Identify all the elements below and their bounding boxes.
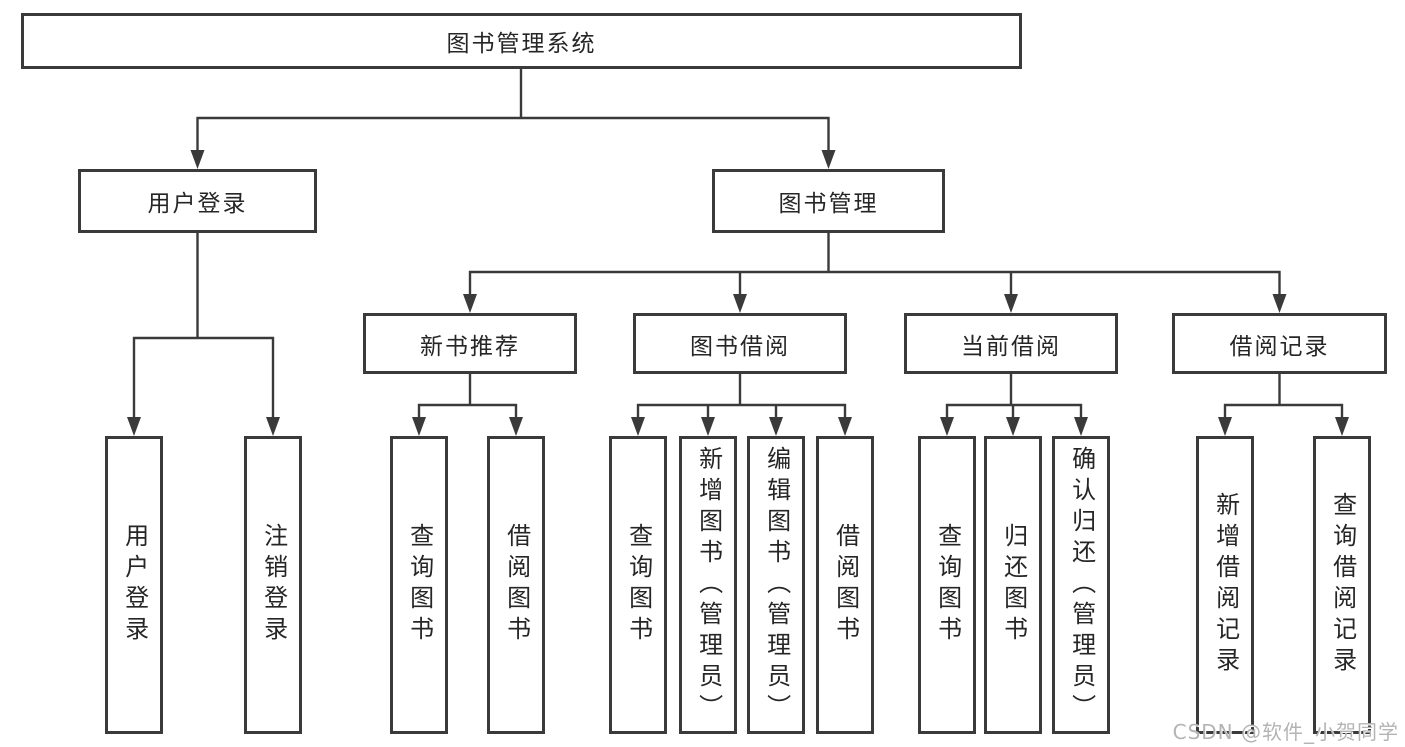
csdn-watermark: CSDN @软件_小贺同学 — [1172, 720, 1399, 744]
node-book-borrowing: 图书借阅 — [633, 313, 847, 374]
leaf-label: 用户登录 — [120, 523, 149, 647]
node-book-management: 图书管理 — [712, 169, 945, 233]
leaf-query-books: 查询图书 — [609, 436, 667, 734]
arrowheads — [127, 150, 1349, 436]
leaf-add-borrow-record: 新增借阅记录 — [1196, 436, 1254, 734]
node-label: 当前借阅 — [961, 333, 1061, 360]
node-user-login: 用户登录 — [78, 169, 317, 233]
leaf-label: 注销登录 — [259, 523, 288, 647]
node-label: 新书推荐 — [420, 333, 520, 360]
leaf-query-books: 查询图书 — [918, 436, 976, 734]
root-node-system: 图书管理系统 — [21, 13, 1022, 69]
node-current-borrowing: 当前借阅 — [904, 313, 1118, 374]
leaf-label: 借阅图书 — [502, 523, 531, 647]
leaf-label: 新增图书（管理员） — [694, 445, 723, 725]
leaf-edit-book-admin: 编辑图书（管理员） — [747, 436, 805, 734]
node-borrow-records: 借阅记录 — [1172, 313, 1387, 374]
node-label: 图书管理 — [778, 191, 879, 217]
leaf-query-borrow-record: 查询借阅记录 — [1313, 436, 1371, 734]
leaf-label: 查询图书 — [933, 523, 962, 647]
leaf-confirm-return-admin: 确认归还（管理员） — [1052, 436, 1110, 734]
node-label: 用户登录 — [147, 191, 248, 217]
leaf-label: 新增借阅记录 — [1211, 492, 1240, 678]
leaf-label: 借阅图书 — [831, 523, 860, 647]
node-label: 图书借阅 — [690, 333, 790, 360]
node-label: 借阅记录 — [1229, 333, 1330, 360]
leaf-logout: 注销登录 — [244, 436, 302, 734]
root-node-label: 图书管理系统 — [446, 31, 597, 57]
leaf-borrow-books: 借阅图书 — [816, 436, 874, 734]
leaf-label: 查询借阅记录 — [1328, 492, 1357, 678]
leaf-label: 查询图书 — [405, 523, 434, 647]
leaf-query-books: 查询图书 — [390, 436, 448, 734]
node-new-book-recommend: 新书推荐 — [363, 313, 577, 374]
leaf-label: 确认归还（管理员） — [1067, 445, 1096, 725]
leaf-add-book-admin: 新增图书（管理员） — [679, 436, 737, 734]
leaf-label: 查询图书 — [624, 523, 653, 647]
leaf-user-login: 用户登录 — [105, 436, 163, 734]
leaf-return-book: 归还图书 — [984, 436, 1042, 734]
leaf-label: 编辑图书（管理员） — [762, 445, 791, 725]
leaf-label: 归还图书 — [999, 523, 1028, 647]
leaf-borrow-books: 借阅图书 — [487, 436, 545, 734]
